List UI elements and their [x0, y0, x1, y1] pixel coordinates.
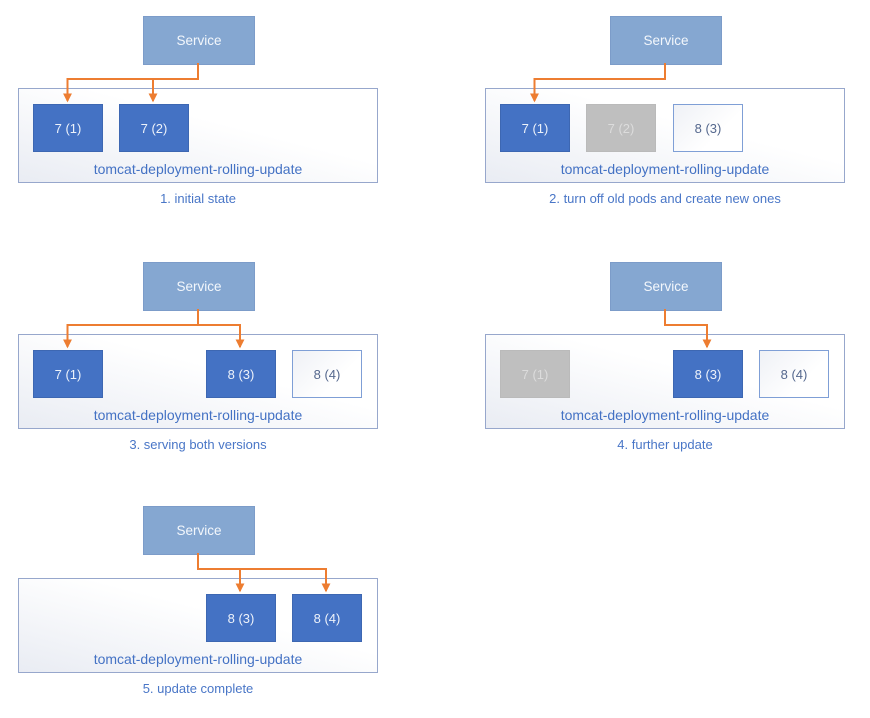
- panel-initial-state: Service 7 (1) 7 (2) tomcat-deployment-ro…: [0, 0, 470, 240]
- service-box: Service: [610, 16, 722, 65]
- pod-8-3: 8 (3): [673, 350, 743, 398]
- pod-label: 7 (1): [54, 366, 82, 382]
- pod-7-1: 7 (1): [33, 350, 103, 398]
- pod-label: 8 (4): [313, 366, 341, 382]
- service-label: Service: [176, 523, 222, 538]
- pod-label: 7 (1): [521, 366, 549, 382]
- deployment-label: tomcat-deployment-rolling-update: [560, 407, 770, 423]
- deployment-box: 7 (1) 8 (3) 8 (4) tomcat-deployment-roll…: [485, 334, 845, 429]
- pod-label: 8 (3): [227, 366, 255, 382]
- pod-8-4: 8 (4): [292, 594, 362, 642]
- pod-label: 7 (2): [607, 120, 635, 136]
- service-label: Service: [643, 279, 689, 294]
- pod-label: 8 (4): [780, 366, 808, 382]
- service-box: Service: [143, 16, 255, 65]
- panel-caption: 3. serving both versions: [129, 437, 267, 452]
- panel-update-complete: Service 8 (3) 8 (4) tomcat-deployment-ro…: [0, 490, 470, 718]
- service-label: Service: [176, 33, 222, 48]
- deployment-label: tomcat-deployment-rolling-update: [93, 651, 303, 667]
- pod-8-4-pending: 8 (4): [292, 350, 362, 398]
- pod-7-1-terminated: 7 (1): [500, 350, 570, 398]
- deployment-label: tomcat-deployment-rolling-update: [560, 161, 770, 177]
- panel-serving-both-versions: Service 7 (1) 8 (3) 8 (4) tomcat-deploym…: [0, 246, 470, 486]
- deployment-box: 7 (1) 8 (3) 8 (4) tomcat-deployment-roll…: [18, 334, 378, 429]
- pod-7-1: 7 (1): [500, 104, 570, 152]
- service-box: Service: [143, 262, 255, 311]
- panel-caption: 1. initial state: [160, 191, 236, 206]
- deployment-label: tomcat-deployment-rolling-update: [93, 407, 303, 423]
- service-label: Service: [176, 279, 222, 294]
- pod-8-3: 8 (3): [206, 594, 276, 642]
- pod-8-3-pending: 8 (3): [673, 104, 743, 152]
- pod-8-4-pending: 8 (4): [759, 350, 829, 398]
- deployment-box: 8 (3) 8 (4) tomcat-deployment-rolling-up…: [18, 578, 378, 673]
- pod-label: 8 (4): [313, 610, 341, 626]
- panel-turn-off-old-pods: Service 7 (1) 7 (2) 8 (3) tomcat-deploym…: [467, 0, 870, 240]
- panel-caption: 4. further update: [617, 437, 713, 452]
- panel-caption: 2. turn off old pods and create new ones: [549, 191, 781, 206]
- deployment-box: 7 (1) 7 (2) tomcat-deployment-rolling-up…: [18, 88, 378, 183]
- pod-label: 8 (3): [694, 120, 722, 136]
- pod-label: 8 (3): [694, 366, 722, 382]
- pod-label: 7 (1): [54, 120, 82, 136]
- service-box: Service: [610, 262, 722, 311]
- pod-7-1: 7 (1): [33, 104, 103, 152]
- deployment-box: 7 (1) 7 (2) 8 (3) tomcat-deployment-roll…: [485, 88, 845, 183]
- panel-further-update: Service 7 (1) 8 (3) 8 (4) tomcat-deploym…: [467, 246, 870, 486]
- pod-label: 8 (3): [227, 610, 255, 626]
- pod-label: 7 (2): [140, 120, 168, 136]
- service-box: Service: [143, 506, 255, 555]
- service-label: Service: [643, 33, 689, 48]
- pod-8-3: 8 (3): [206, 350, 276, 398]
- deployment-label: tomcat-deployment-rolling-update: [93, 161, 303, 177]
- pod-label: 7 (1): [521, 120, 549, 136]
- pod-7-2-terminated: 7 (2): [586, 104, 656, 152]
- pod-7-2: 7 (2): [119, 104, 189, 152]
- panel-caption: 5. update complete: [142, 681, 254, 696]
